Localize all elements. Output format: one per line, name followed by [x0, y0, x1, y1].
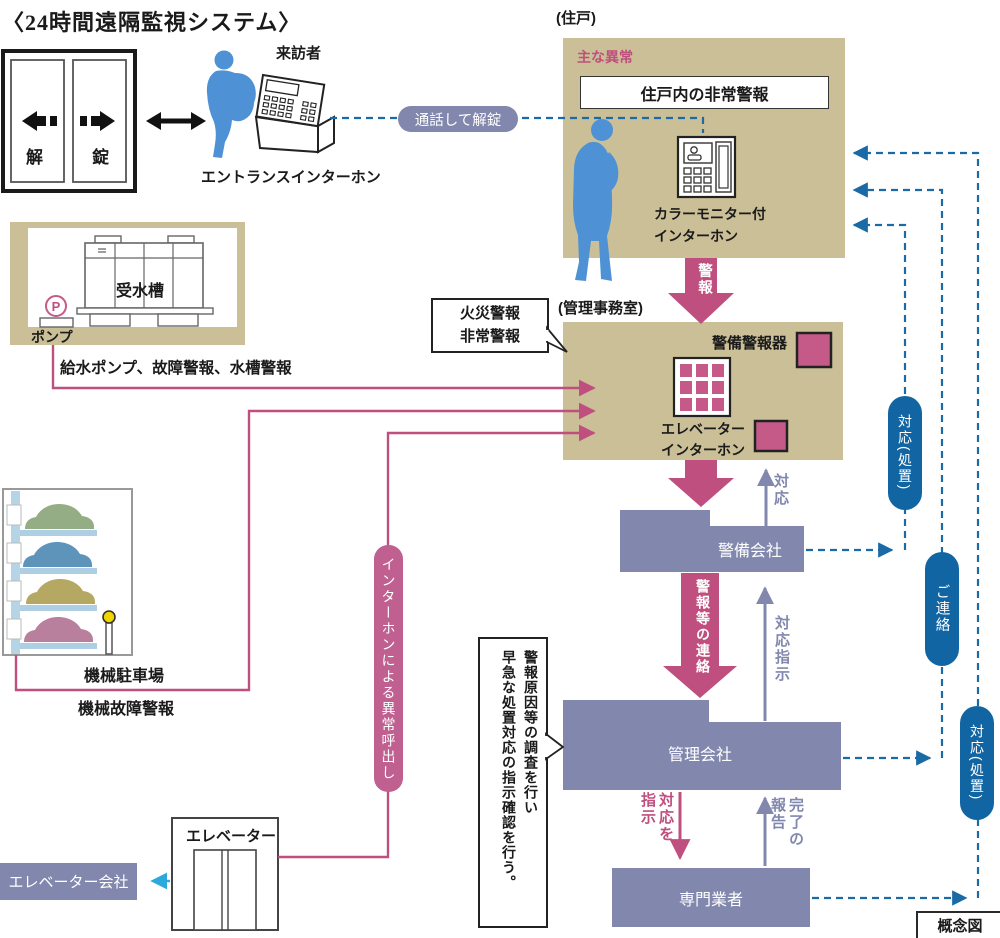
- security-company-label: 警備会社: [717, 543, 782, 560]
- monitor-intercom-label-line2: インターホン: [654, 227, 738, 244]
- alarm-contact-label: 警報等の連絡: [695, 579, 711, 675]
- elevator-icon: [171, 817, 279, 931]
- investigation-note-col2: 早急な処置対応の指示確認を行う。: [501, 650, 517, 890]
- management-company-box-right: [709, 722, 841, 790]
- auto-door-icon: [1, 49, 137, 193]
- elevator-intercom-label-line2: インターホン: [661, 442, 745, 458]
- visitor-label: 来訪者: [276, 45, 322, 62]
- investigation-note-bubble: [478, 637, 565, 928]
- main-abnormal-label: 主な異常: [577, 49, 633, 65]
- fire-alarm-bubble-text: 火災警報 非常警報: [432, 302, 548, 349]
- office-section-label: (管理事務室): [558, 300, 643, 317]
- alarm-arrow-label: 警報: [696, 263, 712, 296]
- parking-label: 機械駐車場: [84, 668, 165, 685]
- respond-instruct-label: 対応指示: [773, 615, 790, 683]
- security-alarm-device-icon: [795, 331, 833, 369]
- page-title: 〈24時間遠隔監視システム〉: [2, 10, 302, 35]
- water-alarms-label: 給水ポンプ、故障警報、水槽警報: [60, 360, 292, 377]
- door-unlock-label: 解: [26, 148, 43, 167]
- concept-note-box: 概念図: [916, 911, 1000, 938]
- intercom-call-pill: インターホンによる異常呼出し: [374, 545, 403, 792]
- parking-alarm-label: 機械故障警報: [78, 701, 175, 718]
- fire-alarm-bubble-line2: 非常警報: [459, 328, 520, 346]
- pump-label: ポンプ: [31, 329, 73, 345]
- two-way-arrow-icon: [146, 112, 206, 130]
- alarm-block-arrows: [663, 258, 737, 698]
- tank-label: 受水槽: [116, 283, 165, 300]
- specialist-box: [612, 868, 810, 927]
- elevator-intercom-label-line1: エレベーター: [661, 421, 745, 437]
- elevator-label: エレベーター: [186, 828, 277, 845]
- instruct-label-col1: 対応を: [657, 792, 674, 843]
- parking-tower-icon: [2, 488, 133, 656]
- monitor-intercom-label: カラーモニター付 インターホン: [654, 204, 766, 247]
- alarm-keypad-icon: [672, 356, 732, 418]
- elevator-company-label: エレベーター会社: [8, 874, 129, 891]
- security-alarm-device-label: 警備警報器: [712, 335, 788, 352]
- investigation-note-col1: 警報原因等の調査を行い: [523, 650, 539, 815]
- entrance-intercom-icon: [254, 73, 335, 154]
- report-label: 完了の 報告: [768, 797, 804, 875]
- investigation-note-text: 警報原因等の調査を行い 早急な処置対応の指示確認を行う。: [486, 650, 542, 918]
- contact-pill: ご連絡: [925, 552, 959, 666]
- respond-pill-2: 対応(処置): [960, 706, 994, 820]
- water-tank-icon: [10, 222, 245, 345]
- security-company-box: [620, 510, 710, 572]
- talk-unlock-pill: 通話して解錠: [398, 106, 518, 132]
- emergency-alarm-box: 住戸内の非常警報: [580, 76, 829, 109]
- instruct-label-col2: 指示: [639, 792, 656, 826]
- instruct-label: 対応を 指示: [638, 792, 674, 866]
- pump-p-symbol: P: [51, 298, 61, 314]
- management-company-box: [563, 700, 709, 790]
- management-company-label: 管理会社: [667, 747, 732, 764]
- fire-alarm-bubble: [431, 298, 568, 353]
- entrance-intercom-label: エントランスインターホン: [201, 169, 381, 186]
- monitor-intercom-icon: [676, 135, 737, 199]
- respond-pill-1: 対応(処置): [888, 396, 922, 510]
- visitor-silhouette-icon: [206, 50, 256, 158]
- report-label-col2: 報告: [769, 797, 786, 831]
- elevator-company-box: [0, 863, 137, 900]
- elevator-intercom-label: エレベーター インターホン: [658, 419, 748, 461]
- respond-label: 対応: [772, 473, 789, 507]
- resident-silhouette-icon: [573, 119, 619, 281]
- residence-section-label: (住戸): [556, 10, 596, 27]
- fire-alarm-bubble-line1: 火災警報: [459, 305, 520, 322]
- monitor-intercom-label-line1: カラーモニター付: [654, 206, 766, 222]
- report-label-col1: 完了の: [787, 797, 804, 848]
- elevator-intercom-device-icon: [753, 419, 789, 453]
- specialist-label: 専門業者: [678, 891, 743, 909]
- door-lock-label: 錠: [92, 148, 109, 167]
- security-company-box-right: [710, 526, 804, 572]
